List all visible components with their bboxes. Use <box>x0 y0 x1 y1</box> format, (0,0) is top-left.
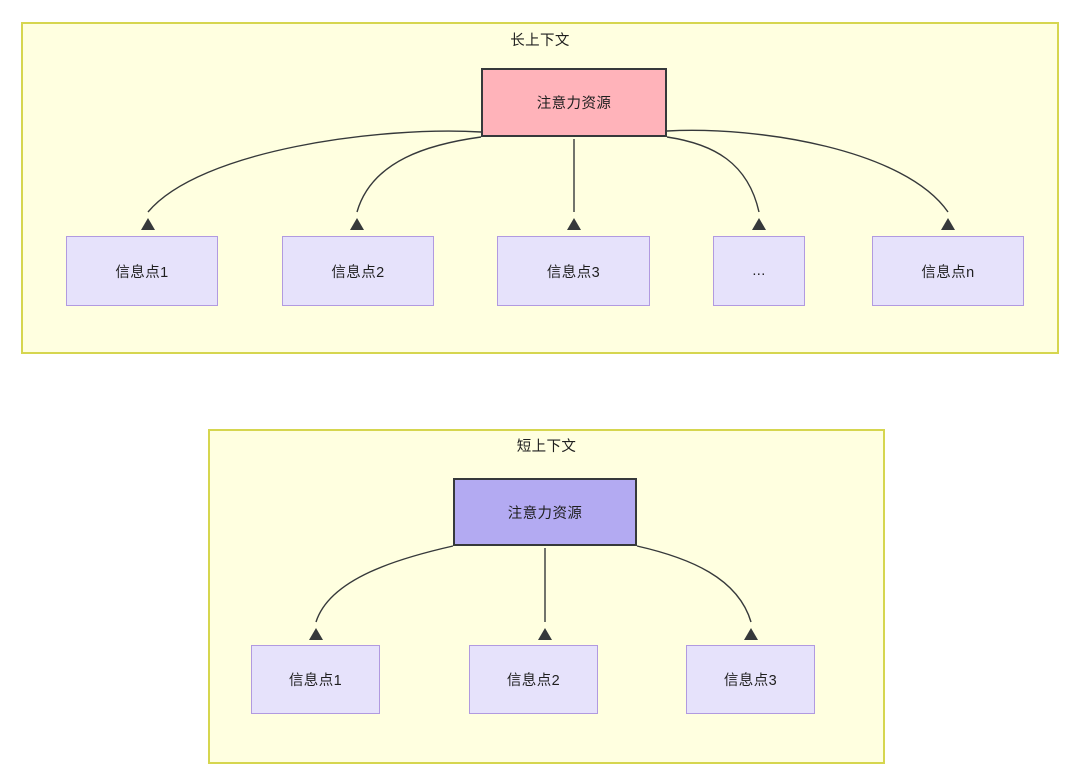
node-info-point-ellipsis-long[interactable]: ... <box>713 236 805 306</box>
node-info-point-1-short[interactable]: 信息点1 <box>251 645 380 714</box>
node-info-point-1-long[interactable]: 信息点1 <box>66 236 218 306</box>
node-info-point-2-short[interactable]: 信息点2 <box>469 645 598 714</box>
node-attention-resource-long[interactable]: 注意力资源 <box>481 68 667 137</box>
panel-long-context-title: 长上下文 <box>510 33 570 49</box>
node-info-point-n-long[interactable]: 信息点n <box>872 236 1024 306</box>
node-attention-resource-short[interactable]: 注意力资源 <box>453 478 637 546</box>
node-info-point-3-short[interactable]: 信息点3 <box>686 645 815 714</box>
panel-short-context-title: 短上下文 <box>516 439 577 455</box>
node-info-point-2-long[interactable]: 信息点2 <box>282 236 434 306</box>
node-info-point-3-long[interactable]: 信息点3 <box>497 236 650 306</box>
